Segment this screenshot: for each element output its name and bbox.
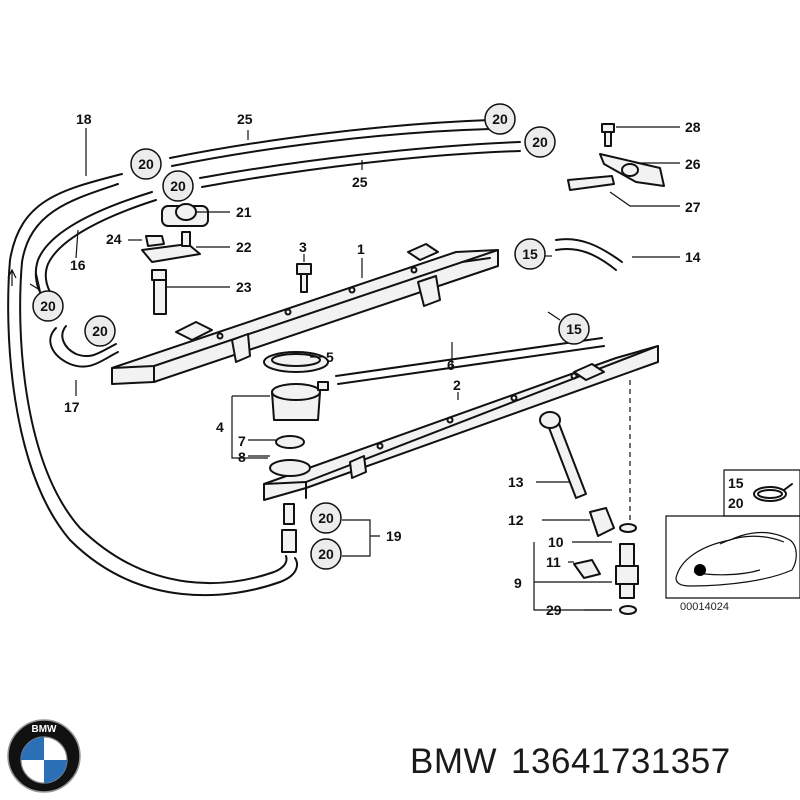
label-14: 14 <box>685 249 701 265</box>
part-caption: BMW 13641731357 <box>410 742 745 782</box>
bmw-logo: BMW <box>7 719 81 793</box>
plug-12 <box>589 507 615 537</box>
label-16: 16 <box>70 257 86 273</box>
label-18: 18 <box>76 111 92 127</box>
inset-label-15: 15 <box>728 475 744 491</box>
car-silhouette-icon <box>675 531 797 587</box>
inset-box: 15 20 00014024 <box>665 469 800 613</box>
label-4: 4 <box>216 419 224 435</box>
fuel-rail-2 <box>263 345 659 501</box>
label-5: 5 <box>326 349 334 365</box>
leader-lines <box>75 126 680 611</box>
label-21: 21 <box>236 204 252 220</box>
logo-quadrant-tl <box>21 737 44 760</box>
hose-25-upper <box>169 119 491 167</box>
label-24: 24 <box>106 231 122 247</box>
hose-16 <box>29 191 157 293</box>
clip-11 <box>573 559 601 579</box>
inset-label-20: 20 <box>728 495 744 511</box>
hose-clamp-icon <box>753 483 793 502</box>
label-20: 20 <box>40 298 56 314</box>
label-20: 20 <box>318 546 334 562</box>
connector-19 <box>281 503 297 553</box>
brand-name: BMW <box>410 742 498 781</box>
label-13: 13 <box>508 474 524 490</box>
label-19: 19 <box>386 528 402 544</box>
label-29: 29 <box>546 602 562 618</box>
label-26: 26 <box>685 156 701 172</box>
label-20: 20 <box>170 178 186 194</box>
fuel-rail-1 <box>111 243 499 385</box>
nut-24 <box>145 235 165 247</box>
bolt-28 <box>601 123 615 147</box>
spacer-23 <box>151 269 167 315</box>
label-6: 6 <box>447 357 455 373</box>
label-7: 7 <box>238 433 246 449</box>
label-10: 10 <box>548 534 564 550</box>
injector-9 <box>615 380 639 615</box>
label-27: 27 <box>685 199 701 215</box>
hose-14 <box>555 238 623 271</box>
hose-6 <box>335 337 605 385</box>
part-number: 13641731357 <box>511 742 731 781</box>
label-23: 23 <box>236 279 252 295</box>
hose-13 <box>539 411 587 499</box>
label-15: 15 <box>522 246 538 262</box>
hose-18 <box>7 173 299 597</box>
pressure-regulator-4 <box>263 351 329 477</box>
label-22: 22 <box>236 239 252 255</box>
label-3: 3 <box>299 239 307 255</box>
label-20: 20 <box>138 156 154 172</box>
clamp-21 <box>161 203 209 227</box>
logo-letters: BMW <box>32 724 58 735</box>
label-2: 2 <box>453 377 461 393</box>
label-25: 25 <box>237 111 253 127</box>
location-marker <box>694 564 706 576</box>
label-20: 20 <box>318 510 334 526</box>
label-20: 20 <box>92 323 108 339</box>
label-1: 1 <box>357 241 365 257</box>
label-8: 8 <box>238 449 246 465</box>
bracket-27 <box>567 175 615 191</box>
hose-17 <box>49 325 119 368</box>
bracket-22 <box>141 231 201 263</box>
bolt-3 <box>296 263 312 293</box>
callout-circles <box>32 103 590 570</box>
callout-labels: 20 20 20 20 20 20 15 15 20 20 18 25 25 2… <box>40 111 701 618</box>
label-9: 9 <box>514 575 522 591</box>
label-20: 20 <box>532 134 548 150</box>
label-28: 28 <box>685 119 701 135</box>
label-25: 25 <box>352 174 368 190</box>
label-20: 20 <box>492 111 508 127</box>
label-17: 17 <box>64 399 80 415</box>
image-code: 00014024 <box>680 601 729 613</box>
bracket-26 <box>599 153 665 187</box>
label-11: 11 <box>546 554 561 570</box>
logo-quadrant-br <box>44 760 67 783</box>
label-12: 12 <box>508 512 524 528</box>
label-15: 15 <box>566 321 582 337</box>
